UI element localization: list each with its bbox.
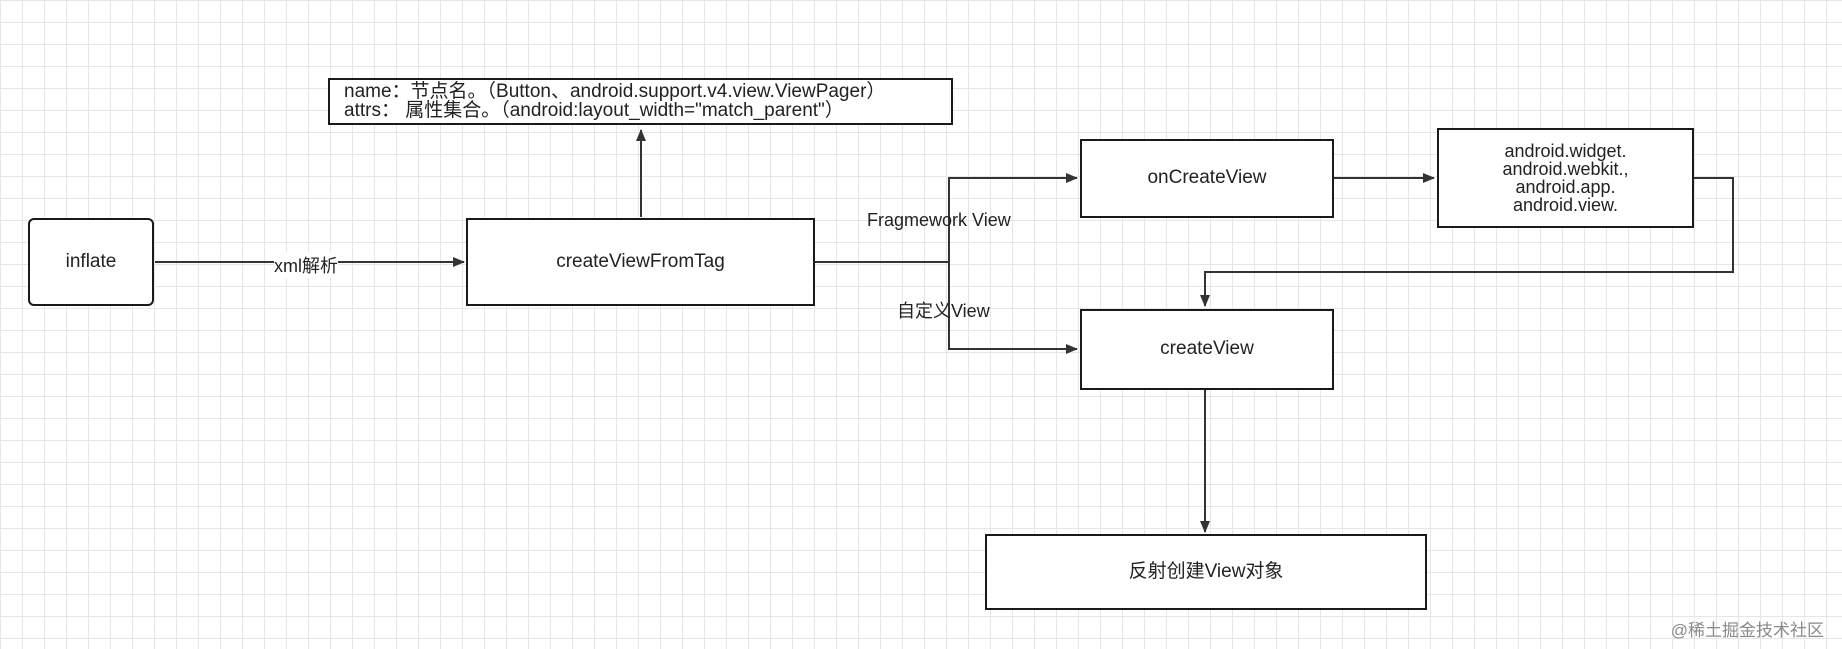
- edge-branch-to-oncreateview: [948, 173, 1078, 262]
- xml-parse-label: xml解析: [274, 252, 338, 278]
- create-view-from-tag-label: createViewFromTag: [556, 250, 725, 272]
- inflate-label: inflate: [65, 250, 117, 272]
- framework-view-label: Fragmework View: [867, 210, 1011, 230]
- packages-node: android.widget. android.webkit., android…: [1437, 128, 1694, 228]
- create-view-node: createView: [1080, 309, 1334, 390]
- package-app: android.app.: [1515, 177, 1616, 197]
- create-view-from-tag-node: createViewFromTag: [466, 218, 815, 306]
- package-view: android.view.: [1512, 195, 1619, 215]
- note-line-attrs: attrs： 属性集合。（android:layout_width="match…: [344, 100, 844, 121]
- watermark: @稀土掘金技术社区: [1670, 621, 1824, 640]
- edge-packages-to-createview: [1200, 177, 1734, 307]
- edge-branch-to-createview: [948, 262, 1078, 354]
- custom-view-label: 自定义View: [897, 301, 990, 321]
- package-widget: android.widget.: [1504, 141, 1627, 161]
- reflect-label: 反射创建View对象: [1128, 560, 1284, 582]
- reflect-node: 反射创建View对象: [985, 534, 1427, 610]
- params-note: name：节点名。（Button、android.support.v4.view…: [328, 78, 953, 125]
- inflate-node: inflate: [28, 218, 154, 306]
- create-view-label: createView: [1160, 338, 1254, 360]
- package-webkit: android.webkit.,: [1502, 159, 1629, 179]
- on-create-view-node: onCreateView: [1080, 139, 1334, 218]
- note-line-name: name：节点名。（Button、android.support.v4.view…: [344, 81, 886, 102]
- on-create-view-label: onCreateView: [1147, 167, 1267, 189]
